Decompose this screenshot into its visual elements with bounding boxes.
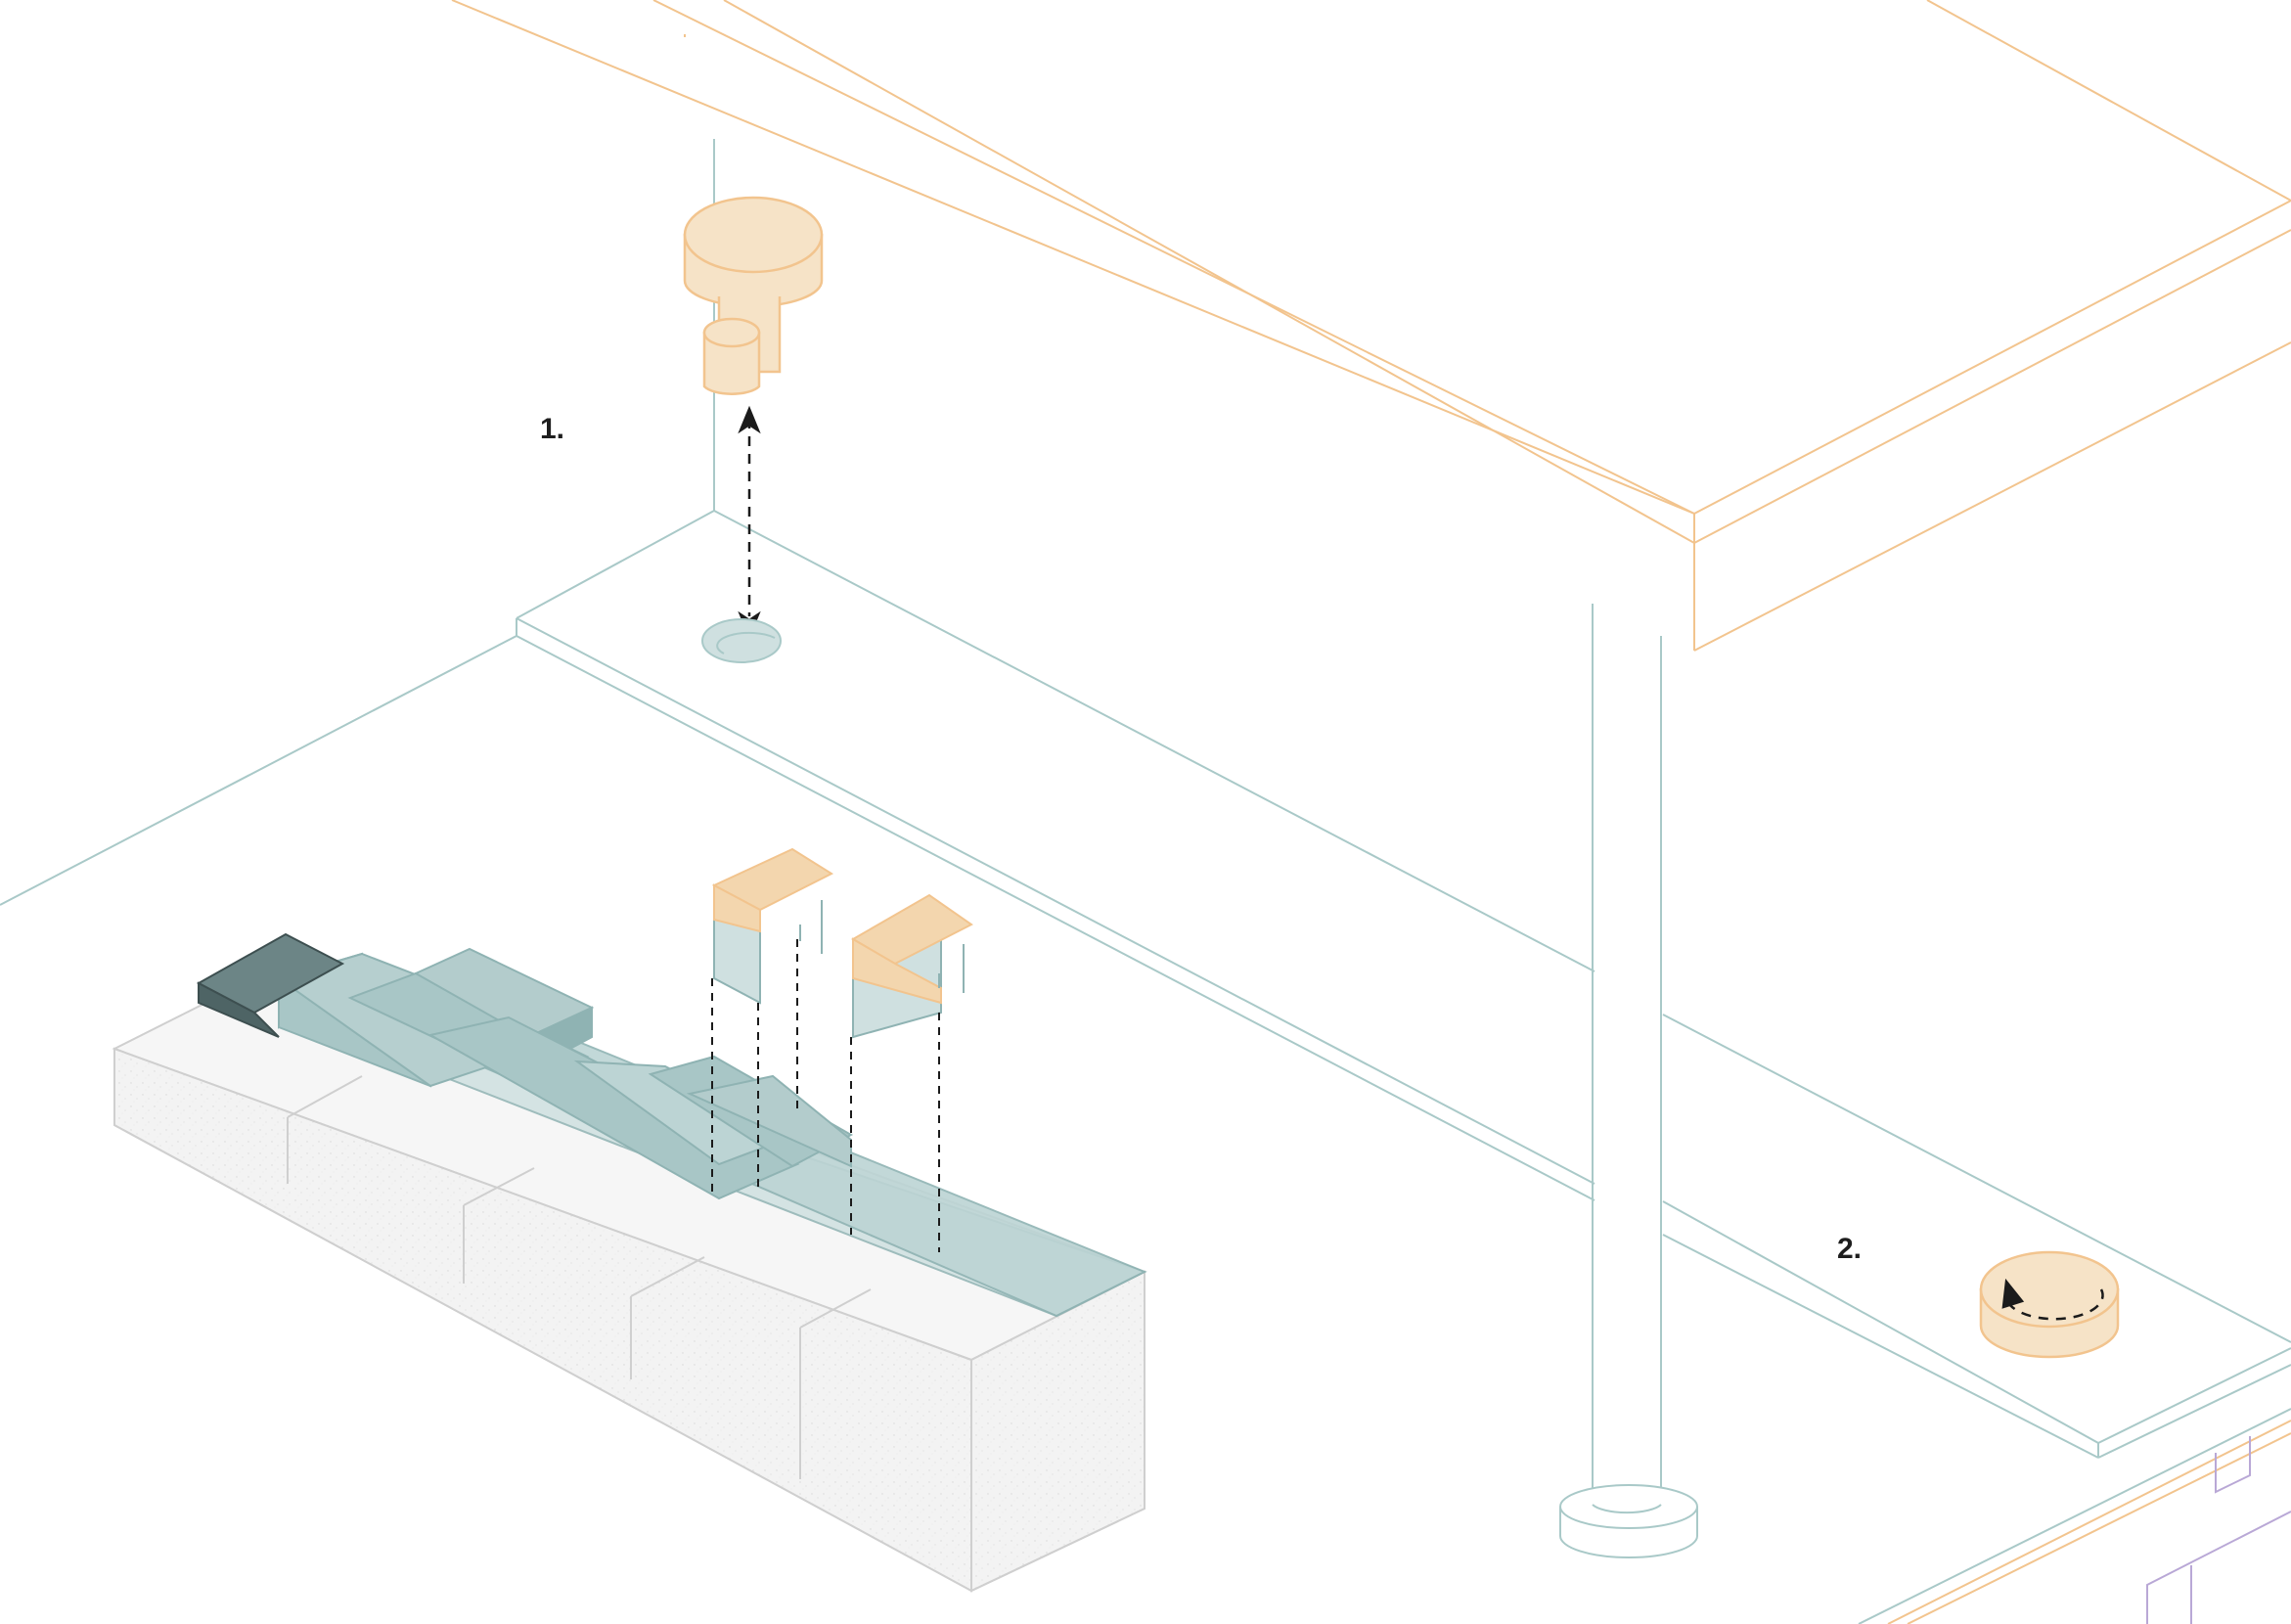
lower-right-frame <box>1858 1408 2291 1624</box>
label-one: 1. <box>540 413 564 445</box>
chair-projection-lines <box>711 939 940 1252</box>
round-stool-icon <box>1979 1250 2120 1359</box>
rotate-arrow <box>2001 1278 2104 1321</box>
vertical-move-arrow <box>738 405 761 640</box>
dark-end-block <box>196 932 345 1038</box>
desk-chair-icon <box>711 847 973 1039</box>
stone-bench <box>112 960 1147 1593</box>
steel-column <box>1559 604 1698 1558</box>
floor-socket-icon <box>701 618 782 663</box>
floor-edges <box>0 635 2099 1459</box>
pendant-light-icon <box>683 196 824 395</box>
canopy-roof <box>451 0 2291 652</box>
label-two: 2. <box>1837 1233 1862 1265</box>
raised-platform <box>516 139 2291 1459</box>
